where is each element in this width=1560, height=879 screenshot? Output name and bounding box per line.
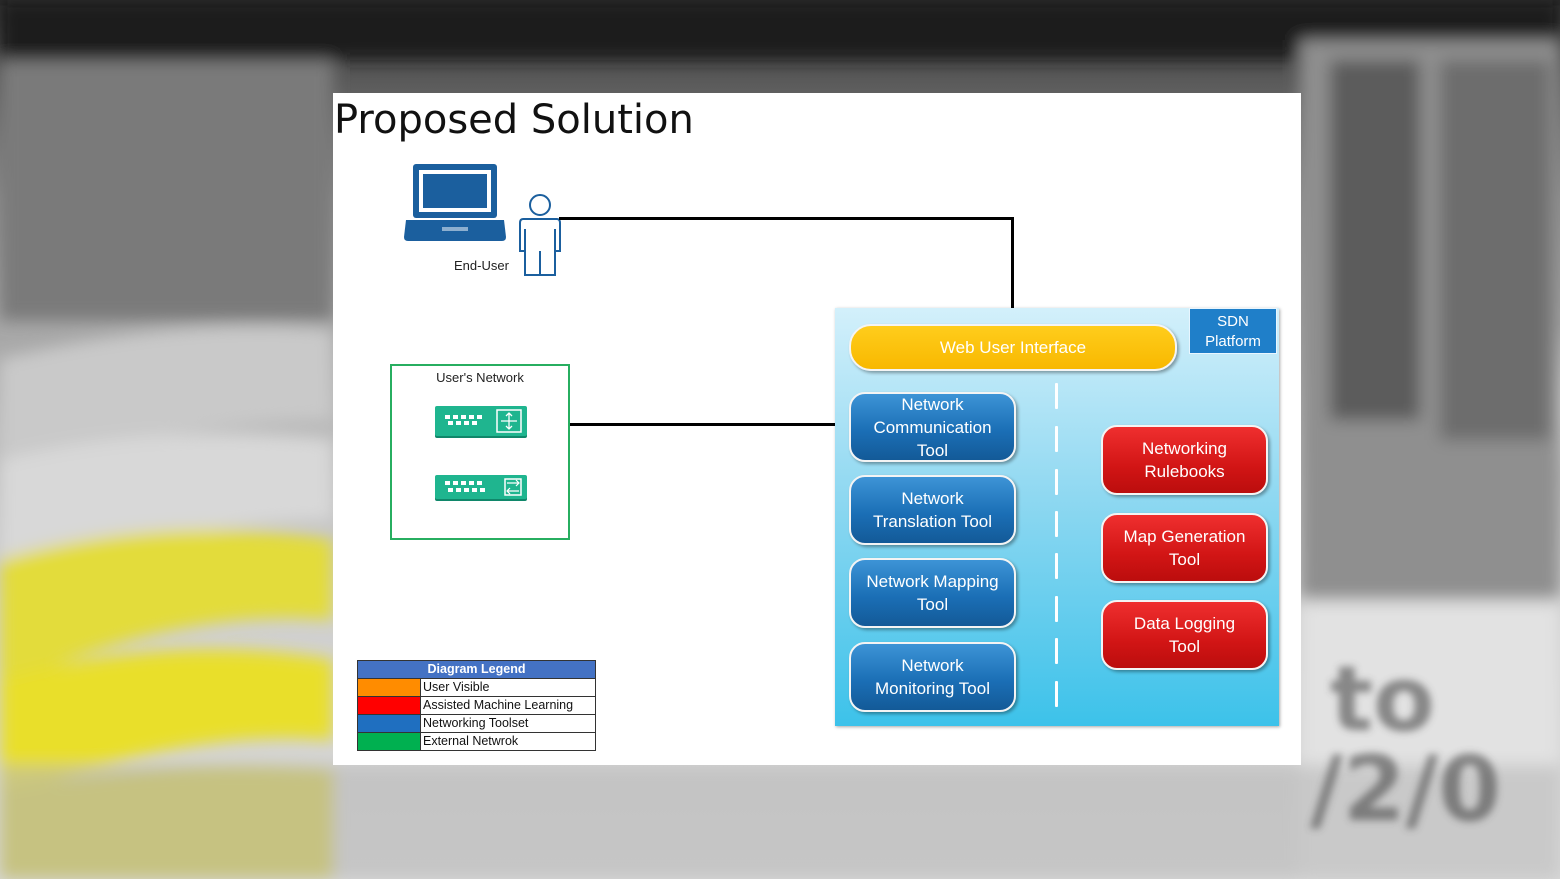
connector-user-to-web-ui-vertical — [1011, 217, 1014, 327]
tool-label-line: Map Generation — [1123, 527, 1246, 546]
tool-label-line: Rulebooks — [1144, 462, 1225, 481]
tool-label-line: Tool — [1168, 637, 1201, 656]
legend-row: User Visible — [357, 678, 596, 697]
data-logging-tool: Data Logging Tool — [1101, 600, 1268, 670]
divider-dash — [1055, 596, 1058, 622]
map-generation-tool: Map Generation Tool — [1101, 513, 1268, 583]
legend-row: Networking Toolset — [357, 714, 596, 733]
tool-label-line: Networking — [1141, 439, 1228, 458]
tool-label-line: Translation Tool — [872, 512, 993, 531]
users-network-box: User's Network — [390, 364, 570, 540]
end-user-label: End-User — [454, 258, 509, 273]
network-mapping-tool: Network Mapping Tool — [849, 558, 1016, 628]
tool-label-line: Network — [901, 489, 964, 508]
switch-icon — [435, 475, 527, 499]
tool-label-line: Communication — [873, 417, 992, 437]
connector-network-to-comm-tool — [570, 423, 852, 426]
connector-user-to-web-ui — [559, 217, 1014, 220]
legend-label: User Visible — [420, 678, 596, 697]
slide-title: Proposed Solution — [334, 97, 694, 143]
svg-text:to: to — [1330, 647, 1435, 752]
users-network-label: User's Network — [436, 370, 524, 385]
diagram-legend: Diagram Legend User Visible Assisted Mac… — [357, 660, 596, 751]
divider-dash — [1055, 511, 1058, 537]
tool-label-line: Network — [901, 656, 964, 675]
svg-text:/2/0: /2/0 — [1310, 737, 1501, 842]
tool-label-line: Data Logging — [1133, 614, 1236, 633]
legend-row: External Netwrok — [357, 732, 596, 751]
tool-label-line: Network — [901, 394, 964, 414]
tool-label-line: Network Mapping — [866, 572, 999, 591]
router-icon — [435, 406, 527, 436]
divider-dash — [1055, 553, 1058, 579]
legend-label: External Netwrok — [420, 732, 596, 751]
tool-label-line: Tool — [916, 595, 949, 614]
divider-dash — [1055, 426, 1058, 452]
user-icon — [519, 194, 561, 276]
web-user-interface: Web User Interface — [849, 324, 1177, 371]
network-translation-tool: Network Translation Tool — [849, 475, 1016, 545]
legend-swatch — [357, 732, 421, 751]
divider-dash — [1055, 638, 1058, 664]
legend-title: Diagram Legend — [357, 660, 596, 679]
legend-label: Assisted Machine Learning — [420, 696, 596, 715]
tool-label-line: Tool — [1168, 550, 1201, 569]
legend-label: Networking Toolset — [420, 714, 596, 733]
sdn-platform-label-line1: SDN — [1217, 313, 1249, 330]
tool-label-line: Tool — [916, 440, 949, 460]
network-communication-tool: Network Communication Tool — [849, 392, 1016, 462]
divider-dash — [1055, 681, 1058, 707]
sdn-platform-tag: SDN Platform — [1189, 308, 1277, 354]
slide: Proposed Solution End-User User's Networ… — [333, 93, 1301, 765]
legend-row: Assisted Machine Learning — [357, 696, 596, 715]
divider-dash — [1055, 383, 1058, 409]
divider-dash — [1055, 469, 1058, 495]
laptop-icon — [404, 164, 506, 241]
networking-rulebooks: Networking Rulebooks — [1101, 425, 1268, 495]
tool-label-line: Monitoring Tool — [875, 679, 990, 698]
legend-swatch — [357, 678, 421, 697]
web-user-interface-label: Web User Interface — [939, 338, 1087, 357]
sdn-platform-label-line2: Platform — [1205, 333, 1261, 350]
legend-swatch — [357, 714, 421, 733]
legend-swatch — [357, 696, 421, 715]
network-monitoring-tool: Network Monitoring Tool — [849, 642, 1016, 712]
